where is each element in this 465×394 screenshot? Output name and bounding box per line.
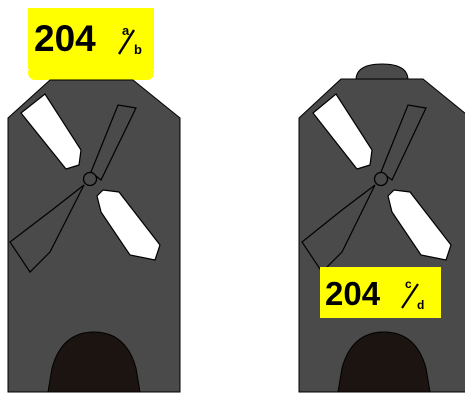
right-tag-fraction-top: c (405, 277, 412, 291)
left-cap-bar-icon (28, 66, 154, 80)
right-windmill: 204 c d (298, 63, 465, 393)
left-tag-fraction-slash (117, 29, 136, 55)
right-tag-fraction-bottom: d (417, 298, 424, 312)
left-blade-lower-left (9, 184, 85, 273)
right-blade-upper-left (312, 93, 373, 170)
left-blade-lower-right (96, 189, 161, 261)
right-label-tag: 204 c d (320, 267, 441, 318)
left-label-tag: 204 a b (28, 8, 154, 69)
right-tag-background (320, 267, 441, 318)
left-tag-number: 204 (34, 18, 96, 59)
left-windmill-body (7, 79, 181, 393)
left-blade-upper-left (20, 93, 82, 170)
left-tag-fraction-top: a (122, 23, 130, 38)
right-tag-fraction-slash (401, 283, 419, 309)
left-blade-upper-right (90, 104, 137, 181)
left-windmill: 204 a b (7, 8, 181, 393)
left-door (47, 331, 141, 393)
dome-knob-icon (355, 63, 409, 80)
left-tag-fraction-bottom: b (134, 42, 142, 57)
right-blade-lower-left (301, 184, 376, 273)
left-tag-background (28, 8, 154, 69)
right-tag-number: 204 (325, 275, 381, 312)
right-hub (373, 171, 389, 187)
right-door (337, 331, 431, 393)
right-blade-upper-right (380, 104, 427, 181)
right-blade-lower-right (387, 189, 452, 261)
left-hub (82, 171, 98, 187)
